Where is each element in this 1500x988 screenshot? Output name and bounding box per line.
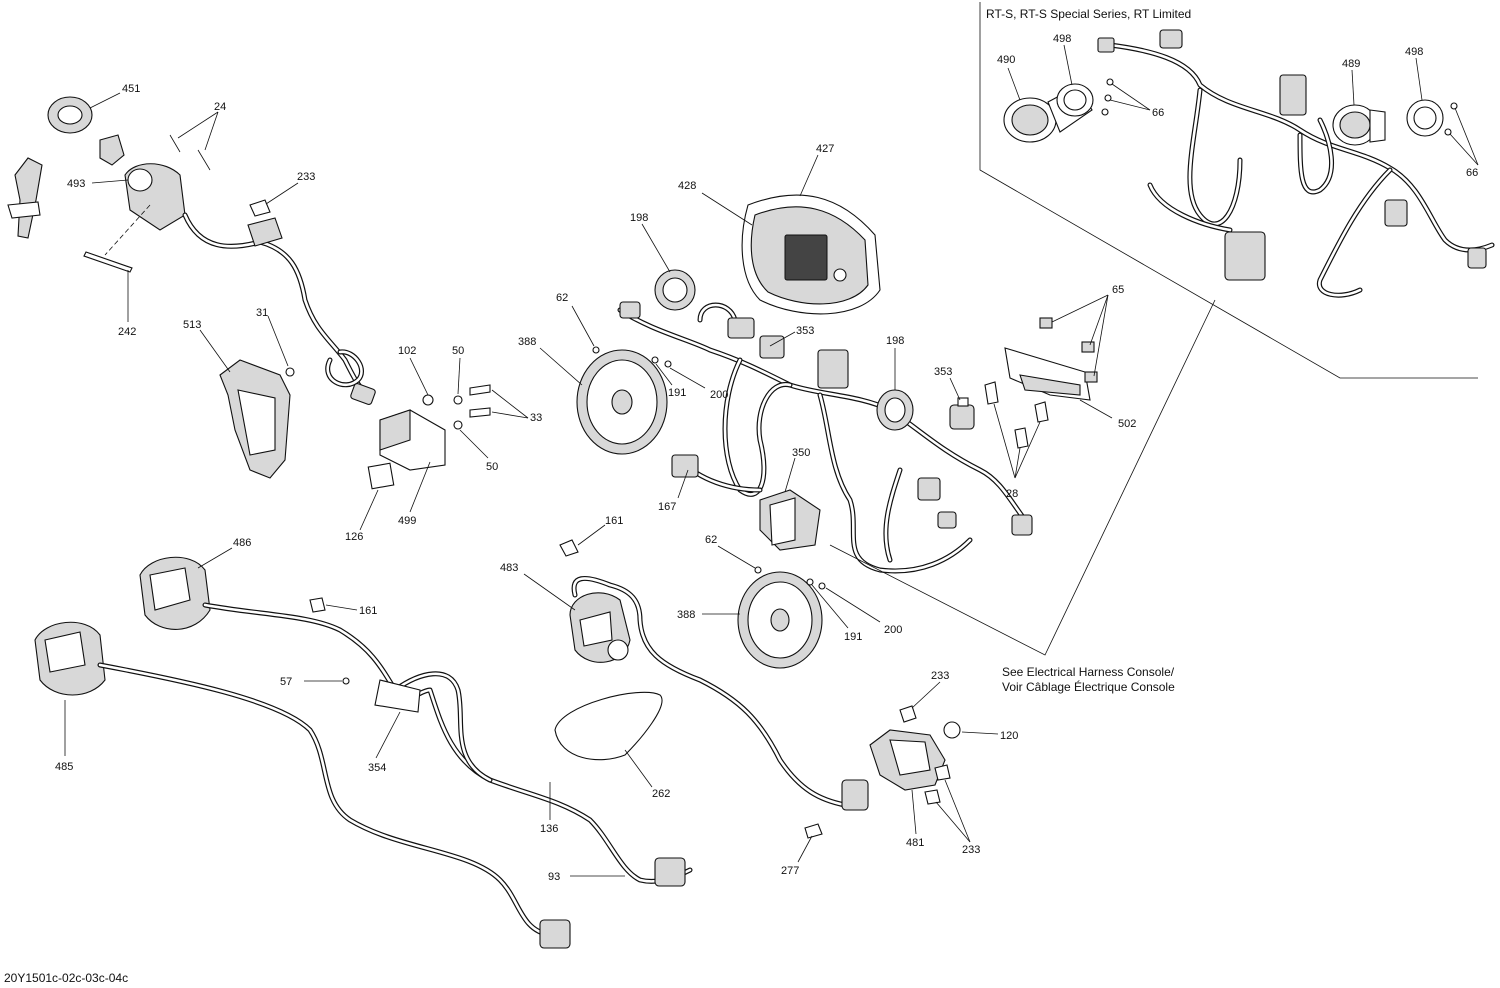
callout-161: 161	[605, 515, 623, 527]
gasket-262	[554, 691, 663, 761]
see-note-line2: Voir Câblage Électrique Console	[1002, 679, 1175, 694]
callout-490: 490	[997, 54, 1015, 66]
callout-50-b: 50	[486, 461, 498, 473]
module-350	[759, 489, 821, 551]
callout-191: 191	[668, 387, 686, 399]
callout-24: 24	[214, 101, 226, 113]
callout-33: 33	[530, 412, 542, 424]
instrument-cluster	[741, 194, 881, 315]
callout-labels: 451 24 493 233 242 513 31 102 50 33 50 1…	[55, 83, 1136, 883]
speaker-trim-198	[654, 269, 696, 311]
callout-62: 62	[556, 292, 568, 304]
callout-161-b: 161	[359, 605, 377, 617]
callout-498-b: 498	[1405, 46, 1423, 58]
callout-31: 31	[256, 307, 268, 319]
callout-233: 233	[297, 171, 315, 183]
callout-200: 200	[710, 389, 728, 401]
callout-65: 65	[1112, 284, 1124, 296]
switch-486	[139, 556, 211, 630]
callout-277: 277	[781, 865, 799, 877]
callout-451: 451	[122, 83, 140, 95]
callout-428: 428	[678, 180, 696, 192]
bezel-498-b	[1406, 99, 1444, 137]
clip-161	[559, 539, 579, 557]
callout-485: 485	[55, 761, 73, 773]
callout-483: 483	[500, 562, 518, 574]
bezel-498	[1056, 83, 1094, 117]
callout-502: 502	[1118, 418, 1136, 430]
callout-242: 242	[118, 326, 136, 338]
inset-harness	[1097, 29, 1495, 298]
speaker-388-bottom	[737, 571, 823, 669]
callout-350: 350	[792, 447, 810, 459]
variant-inset: RT-S, RT-S Special Series, RT Limited	[979, 2, 1495, 379]
connector-353-b	[949, 397, 975, 430]
callout-200-b: 200	[884, 624, 902, 636]
callout-62-b: 62	[705, 534, 717, 546]
callout-493: 493	[67, 178, 85, 190]
callout-167: 167	[658, 501, 676, 513]
callout-126: 126	[345, 531, 363, 543]
callout-66: 66	[1152, 107, 1164, 119]
callout-388: 388	[518, 336, 536, 348]
callout-486: 486	[233, 537, 251, 549]
ignition-group	[7, 96, 376, 405]
callout-513: 513	[183, 319, 201, 331]
switch-483	[569, 592, 631, 663]
callout-353-b: 353	[934, 366, 952, 378]
inset-title: RT-S, RT-S Special Series, RT Limited	[986, 7, 1191, 21]
module-481	[804, 705, 961, 839]
callout-102: 102	[398, 345, 416, 357]
speaker-trim-198-b	[876, 389, 914, 431]
callout-353: 353	[796, 325, 814, 337]
callout-57: 57	[280, 676, 292, 688]
callout-136: 136	[540, 823, 558, 835]
callout-427: 427	[816, 143, 834, 155]
callout-233-c: 233	[962, 844, 980, 856]
callout-388-b: 388	[677, 609, 695, 621]
callout-498: 498	[1053, 33, 1071, 45]
callout-50: 50	[452, 345, 464, 357]
module-499	[367, 384, 491, 490]
speaker-388-top	[576, 349, 668, 455]
callout-198-b: 198	[886, 335, 904, 347]
callout-262: 262	[652, 788, 670, 800]
switch-485	[34, 621, 106, 696]
callout-489: 489	[1342, 58, 1360, 70]
main-harness	[617, 301, 1033, 574]
callout-191-b: 191	[844, 631, 862, 643]
see-note-line1: See Electrical Harness Console/	[1002, 665, 1175, 679]
callout-28: 28	[1006, 488, 1018, 500]
bracket-513	[219, 359, 295, 479]
callout-66-b: 66	[1466, 167, 1478, 179]
callout-120: 120	[1000, 730, 1018, 742]
callout-354: 354	[368, 762, 386, 774]
callout-481: 481	[906, 837, 924, 849]
gauge-489	[1332, 104, 1386, 146]
callout-93: 93	[548, 871, 560, 883]
drawing-id: 20Y1501c-02c-03c-04c	[4, 971, 128, 985]
callout-499: 499	[398, 515, 416, 527]
bracket-502	[984, 317, 1098, 449]
callout-198: 198	[630, 212, 648, 224]
callout-233-b: 233	[931, 670, 949, 682]
